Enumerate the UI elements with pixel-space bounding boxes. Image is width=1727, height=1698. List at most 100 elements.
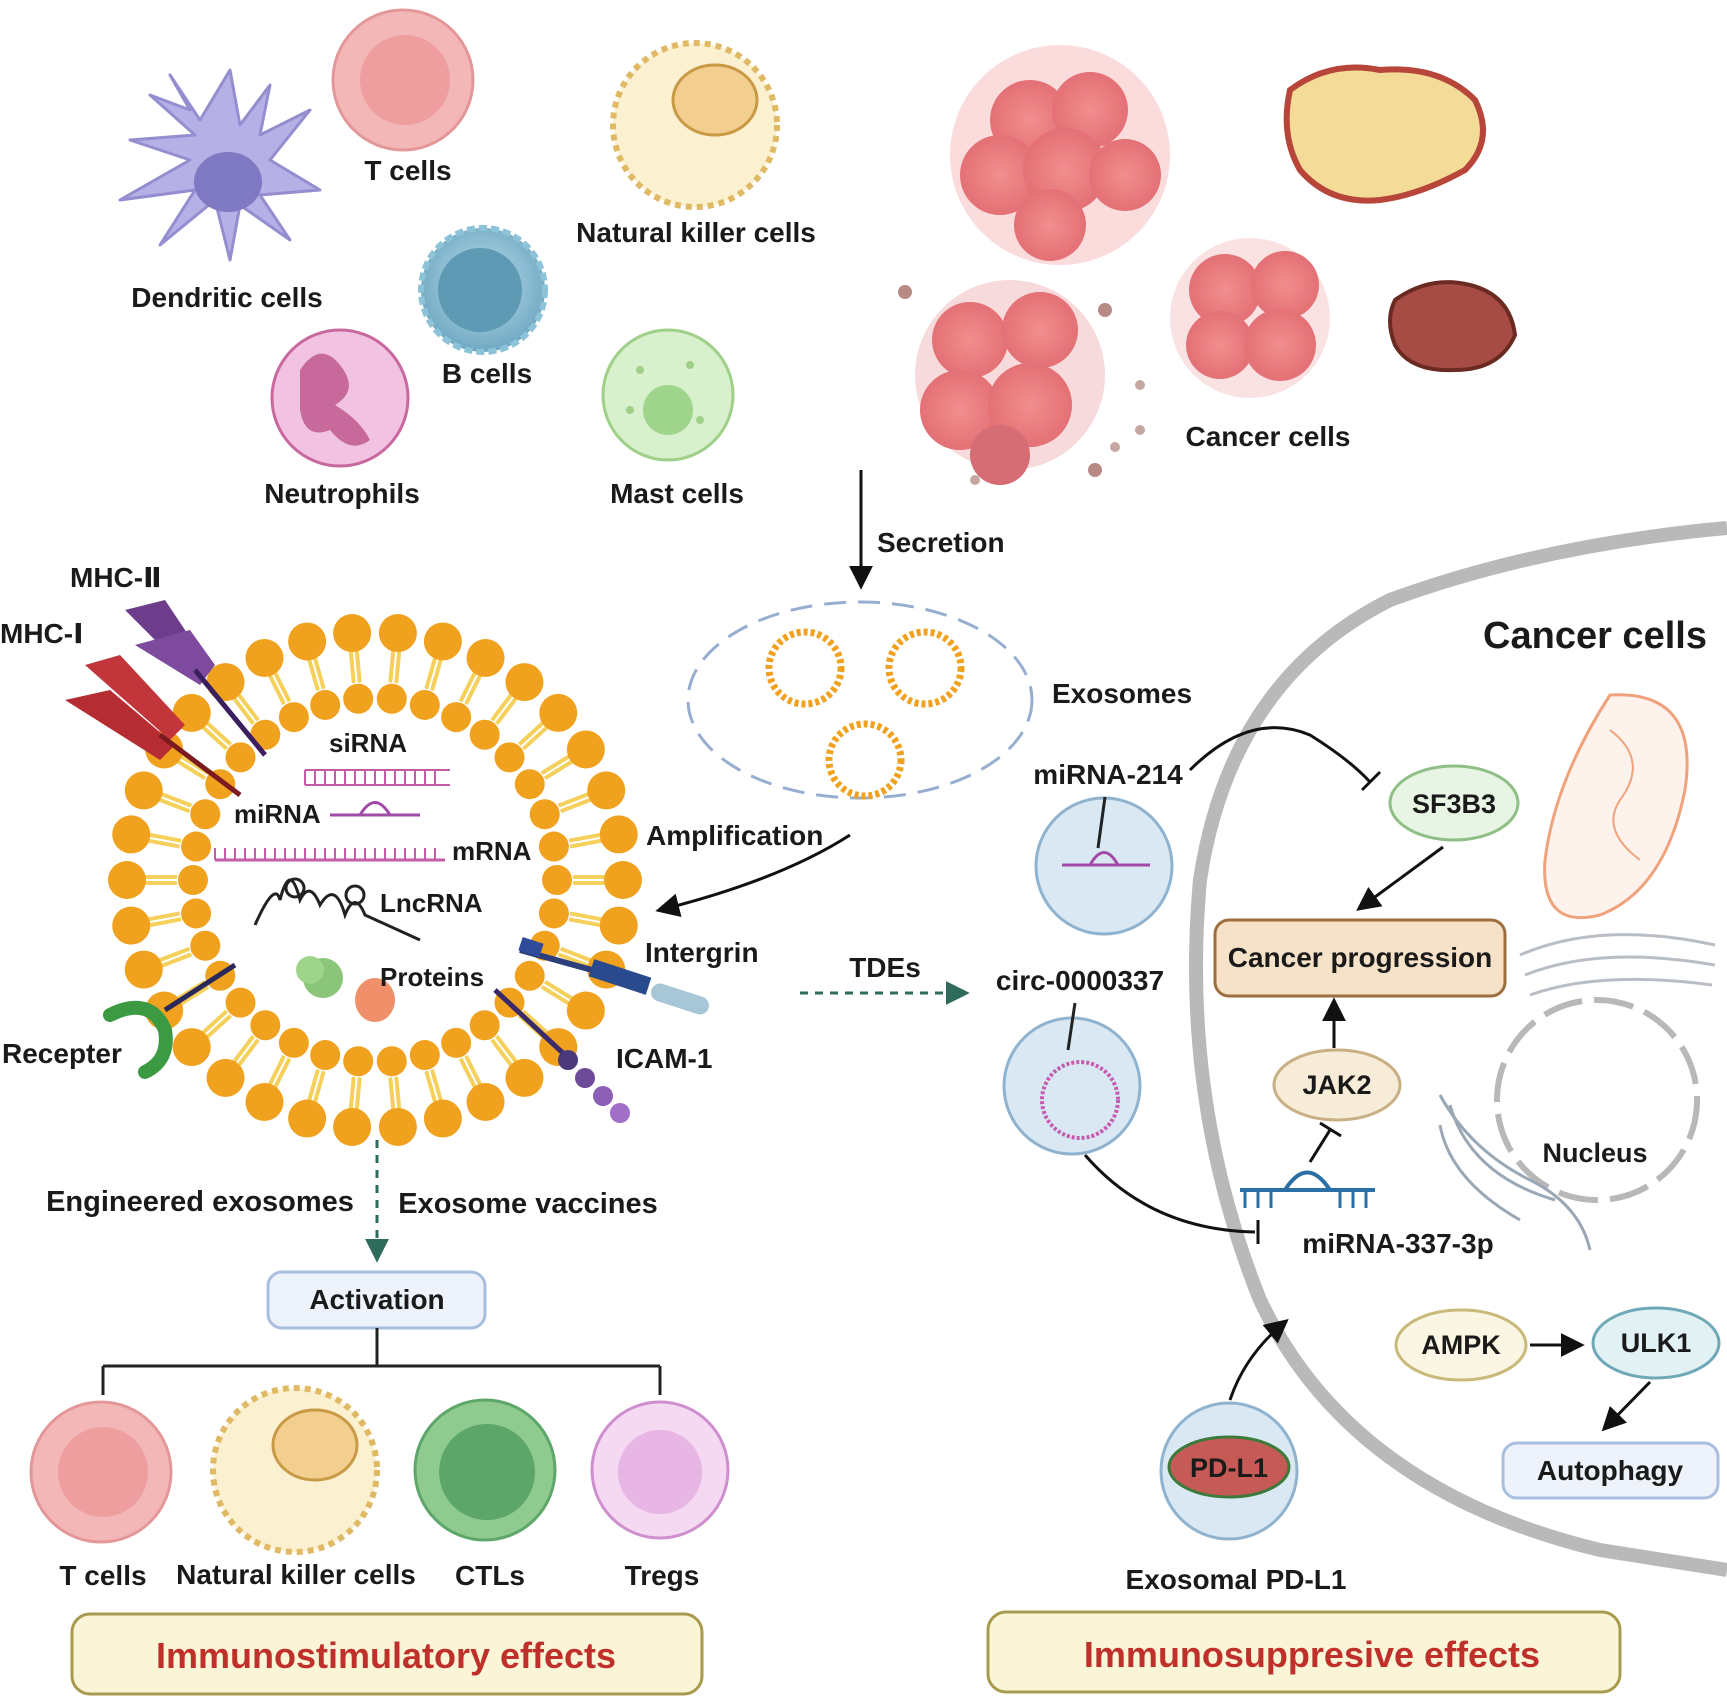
immunosuppresive-box [986,1610,1622,1694]
lipid-tail [146,838,181,849]
lipid-tail [540,753,572,775]
nk-cell-illustration [610,40,780,210]
cancer-cluster-lower [898,280,1145,485]
lipid-head [112,906,151,945]
lipid-head [178,865,208,895]
icam1-label: ICAM-1 [616,1043,712,1074]
pdl1-arrow [1228,1318,1289,1401]
mhc-i-molecule [65,655,242,797]
tumor-tissue-yellow [1283,64,1486,204]
mini-exosome-3 [825,720,905,800]
lipid-tail [178,985,210,1007]
protein-blobs [296,956,395,1022]
nucleus-illustration [1494,997,1700,1203]
mirna337-inhibition-bar [1319,1121,1342,1138]
lipid-tail [272,670,292,703]
lncrna-label: LncRNA [380,888,483,918]
lipid-tail [354,648,362,683]
lipid-head [376,683,407,714]
lipid-head [245,638,284,677]
lipid-head [288,622,327,661]
b-cell-illustration [418,225,548,355]
lipid-tail [458,1057,478,1090]
lipid-head [599,815,638,854]
lipid-head [278,1027,309,1058]
lncrna-structure [253,877,421,942]
lipid-tail [521,724,550,751]
lipid-tail [235,1038,260,1069]
lipid-tail [569,838,604,849]
lipid-tail [569,911,604,922]
exosomal-pdl1-vesicle [1159,1401,1299,1541]
lipid-head [423,622,462,661]
lipid-tail [430,1069,444,1103]
tdes-label: TDEs [849,952,921,983]
lipid-head [250,719,281,750]
lipid-head [566,730,605,769]
lipid-tail [495,695,519,726]
lipid-tail [147,917,182,928]
lipid-tail [543,758,575,781]
ctl-cell [413,1398,557,1542]
lipid-head [409,1040,440,1071]
lipid-tail [495,1034,519,1065]
lipid-tail [267,1055,286,1088]
lipid-head [288,1099,327,1138]
lipid-tail [175,758,207,781]
mini-exosome-1 [765,628,845,708]
recepter-label: Recepter [2,1038,122,1069]
lipid-head [409,689,440,720]
t-cells-label: T cells [364,155,451,186]
immunostimulatory-label: Immunostimulatory effects [156,1635,616,1676]
integrin-molecule [518,936,709,1015]
lipid-head [333,1107,372,1146]
mirna337-label: miRNA-337-3p [1302,1228,1493,1259]
lipid-head [505,663,544,702]
ampk-node [1394,1308,1528,1382]
lipid-head [538,831,569,862]
lipid-head [566,991,605,1030]
lipid-tail [490,1038,515,1069]
immunosuppresive-label: Immunosuppresive effects [1084,1634,1540,1675]
lipid-head [378,614,417,653]
lipid-tail [424,1070,438,1105]
lipid-tail [306,1069,320,1103]
amplification-label: Amplification [646,820,823,851]
lipid-head [112,815,151,854]
mirna214-inhibition-bar [1360,770,1382,792]
mini-exosome-2 [885,628,965,708]
lipid-tail [306,657,320,691]
sirna-label: siRNA [329,728,407,758]
dendritic-cells-label: Dendritic cells [131,282,322,313]
mirna337-hairpin [1240,1170,1375,1208]
lipid-head [469,1010,500,1041]
circ-vesicle [1002,1002,1142,1156]
lipid-tail [557,791,591,808]
lipid-head [225,987,256,1018]
lipid-tail [540,985,572,1007]
lipid-head [108,861,146,899]
lipid-head [172,1028,211,1067]
mirna-label: miRNA [234,799,321,829]
lipid-head [206,663,245,702]
lipid-tail [267,672,286,705]
ctls-label: CTLs [455,1560,525,1591]
lipid-head [278,702,309,733]
lipid-tail [559,946,594,963]
mrna-label: mRNA [452,836,532,866]
activation-tree-lines [101,1328,662,1395]
nk-cells-label: Natural killer cells [576,217,816,248]
lipid-tail [521,1009,550,1036]
sf3b3-node [1388,764,1520,842]
t-cell-bottom [29,1400,173,1544]
lipid-head [542,865,572,895]
sirna-strand [304,769,450,786]
lipid-head [181,831,212,862]
receptor-molecule [103,962,237,1079]
mast-cell-illustration [601,328,735,462]
lipid-head [190,799,221,830]
ulk1-label: ULK1 [1621,1328,1692,1358]
neutrophil-illustration [270,328,410,468]
golgi-illustration [1519,933,1716,997]
